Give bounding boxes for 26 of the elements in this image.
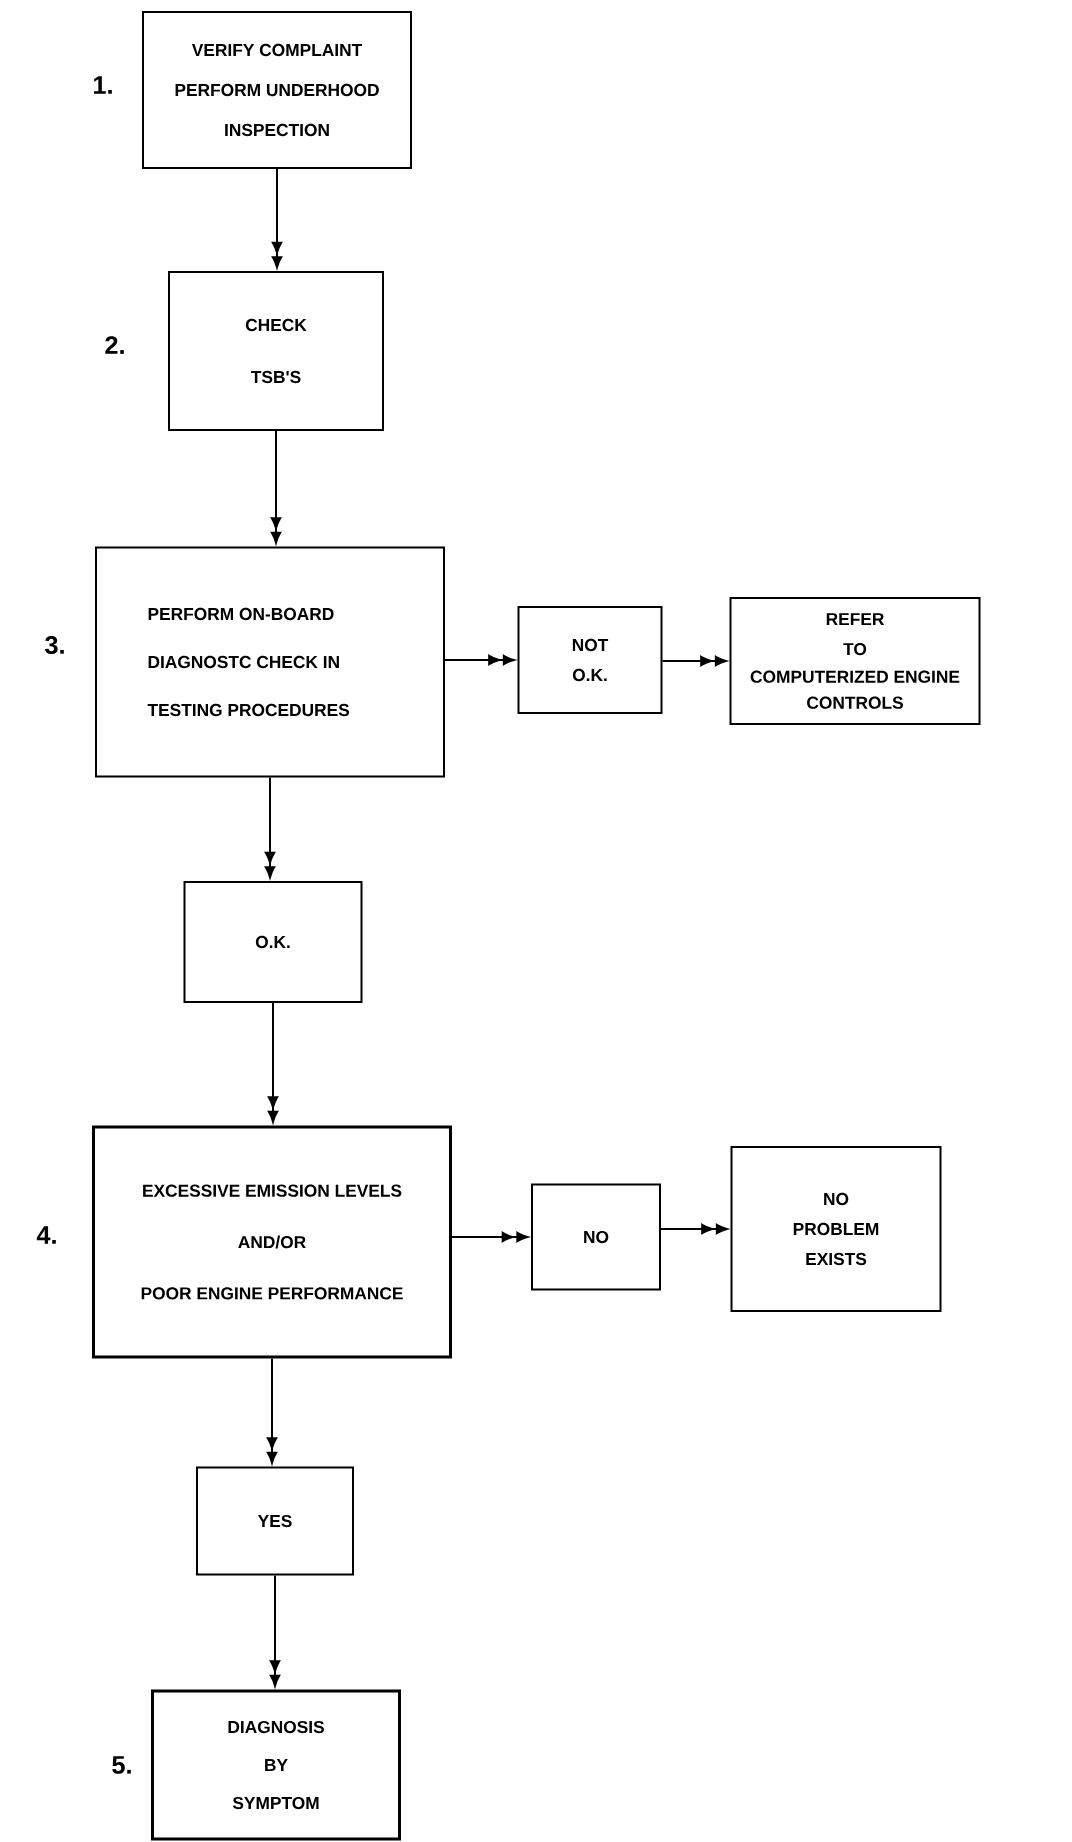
arrow	[270, 430, 282, 544]
arrow	[266, 1357, 278, 1464]
process-box: NOT O.K.	[517, 606, 663, 714]
process-box: NO	[531, 1183, 661, 1291]
step-number: 2.	[105, 336, 124, 354]
arrow	[271, 168, 283, 269]
arrow	[660, 1223, 728, 1235]
process-box: O.K.	[183, 881, 363, 1003]
process-box: REFER TO COMPUTERIZED ENGINE CONTROLS	[729, 597, 981, 725]
step-number: 3.	[45, 636, 64, 654]
arrow	[267, 1002, 279, 1123]
step-number: 5.	[112, 1756, 131, 1774]
arrow	[661, 655, 727, 667]
step-number: 4.	[36, 1226, 56, 1244]
arrow	[451, 1231, 529, 1243]
process-box: PERFORM ON-BOARD DIAGNOSTC CHECK IN TESTING PROCEDURES	[95, 546, 445, 778]
arrow	[269, 1574, 281, 1687]
arrow	[264, 776, 276, 879]
process-box: DIAGNOSIS BY SYMPTOM	[151, 1689, 401, 1841]
process-box: YES	[196, 1466, 354, 1576]
process-box: VERIFY COMPLAINT PERFORM UNDERHOOD INSPECTION	[142, 11, 412, 169]
process-box: NO PROBLEM EXISTS	[730, 1146, 942, 1312]
process-box: CHECK TSB'S	[168, 271, 384, 431]
process-box: EXCESSIVE EMISSION LEVELS AND/OR POOR ENGINE PERFORMANCE	[92, 1125, 452, 1359]
arrow	[444, 654, 515, 666]
step-number: 1.	[94, 76, 112, 94]
